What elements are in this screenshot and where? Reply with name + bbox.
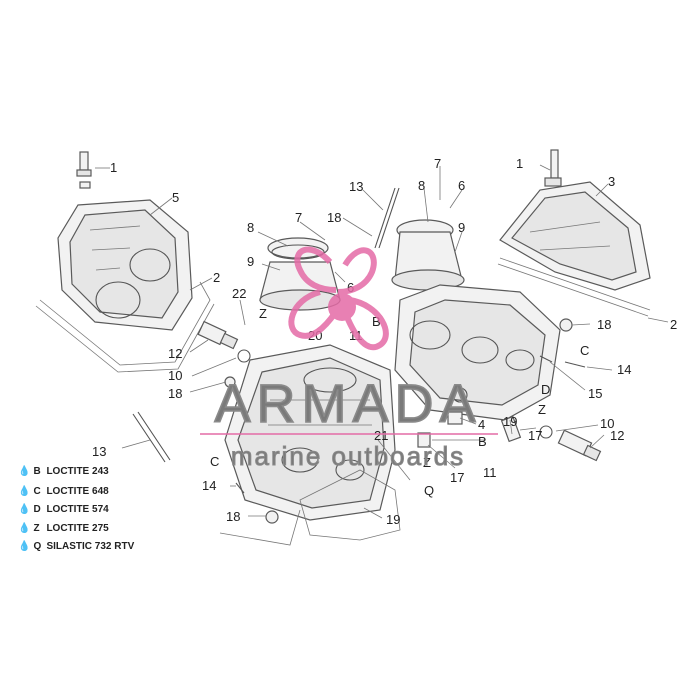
callout-18-top: 18 [327, 210, 341, 225]
legend-label: LOCTITE 275 [46, 523, 109, 534]
left-long-bolt [132, 411, 171, 463]
drop-icon: 💧 [18, 486, 31, 497]
callout-9-right: 9 [458, 220, 465, 235]
legend-label: LOCTITE 648 [46, 486, 109, 497]
callout-2-right: 2 [670, 317, 677, 332]
callout-7-right: 7 [434, 156, 441, 171]
callout-6-right: 6 [458, 178, 465, 193]
callout-15: 15 [588, 386, 602, 401]
rear-cylinder-head [394, 284, 561, 421]
callout-5: 5 [172, 190, 179, 205]
callout-13-left: 13 [92, 444, 106, 459]
callout-b-bottom: B [478, 434, 487, 449]
callout-18-right: 18 [597, 317, 611, 332]
long-stud [374, 187, 400, 249]
drop-icon: 💧 [18, 504, 31, 515]
callout-7-left: 7 [295, 210, 302, 225]
callout-19-right: 19 [503, 414, 517, 429]
callout-1-right: 1 [516, 156, 523, 171]
legend-code: C [33, 486, 41, 497]
legend-code: B [33, 466, 41, 477]
intake-clamp-right [391, 219, 465, 291]
legend-label: LOCTITE 243 [46, 466, 109, 477]
legend-row-q: 💧Q SILASTIC 732 RTV [18, 541, 134, 552]
callout-q: Q [424, 483, 434, 498]
callout-z-bottom: Z [423, 455, 431, 470]
callout-c-right: C [580, 343, 589, 358]
drop-icon: 💧 [18, 523, 31, 534]
callout-12-right: 12 [610, 428, 624, 443]
callout-z-left: Z [259, 306, 267, 321]
callout-13-top: 13 [349, 179, 363, 194]
legend-label: LOCTITE 574 [46, 504, 109, 515]
drop-icon: 💧 [18, 466, 31, 477]
callout-c-left: C [210, 454, 219, 469]
legend-code: D [33, 504, 41, 515]
callout-11-bottom: 11 [483, 465, 497, 480]
left-sensor [197, 320, 251, 363]
callout-z-right: Z [538, 402, 546, 417]
callout-14-left: 14 [202, 478, 216, 493]
legend-row-c: 💧C LOCTITE 648 [18, 486, 109, 497]
pins [235, 355, 586, 494]
callout-21: 21 [374, 428, 388, 443]
legend-code: Q [33, 541, 42, 552]
watermark-brand: ARMADA [214, 374, 481, 434]
drop-icon: 💧 [18, 541, 31, 552]
right-sensor [539, 425, 602, 462]
small-nuts [224, 318, 573, 524]
callout-1-left: 1 [110, 160, 117, 175]
watermark-logo-icon [288, 246, 389, 351]
callout-10-left: 10 [168, 368, 182, 383]
callout-10-right: 10 [600, 416, 614, 431]
leader-lines [95, 164, 669, 546]
callout-18-left: 18 [168, 386, 182, 401]
callout-19-bottom: 19 [386, 512, 400, 527]
callout-12-left: 12 [168, 346, 182, 361]
right-bolt [544, 149, 562, 187]
front-cylinder-head [224, 344, 396, 521]
callout-3: 3 [608, 174, 615, 189]
callout-d: D [541, 382, 550, 397]
callout-14-right: 14 [617, 362, 631, 377]
callout-4: 4 [478, 417, 485, 432]
callout-18-bottom: 18 [226, 509, 240, 524]
callout-17-right: 17 [528, 428, 542, 443]
right-valve-cover [499, 181, 651, 291]
callout-22: 22 [232, 286, 246, 301]
legend-row-z: 💧Z LOCTITE 275 [18, 523, 109, 534]
legend-code: Z [33, 523, 40, 534]
callout-8-right: 8 [418, 178, 425, 193]
callout-8-left: 8 [247, 220, 254, 235]
callout-b-top: B [372, 314, 381, 329]
legend-row-d: 💧D LOCTITE 574 [18, 504, 109, 515]
legend-row-b: 💧B LOCTITE 243 [18, 466, 109, 477]
left-cover-gasket [35, 281, 215, 373]
watermark: ARMADA marine outboards [200, 246, 498, 472]
left-bolt [76, 151, 92, 189]
legend-label: SILASTIC 732 RTV [46, 541, 135, 552]
bottom-gasket [299, 469, 401, 541]
callout-9-left: 9 [247, 254, 254, 269]
watermark-tagline: marine outboards [231, 441, 465, 471]
left-valve-cover [57, 199, 193, 331]
right-cover-gasket [497, 257, 651, 317]
callout-2-left: 2 [213, 270, 220, 285]
callout-17-bottom: 17 [450, 470, 464, 485]
